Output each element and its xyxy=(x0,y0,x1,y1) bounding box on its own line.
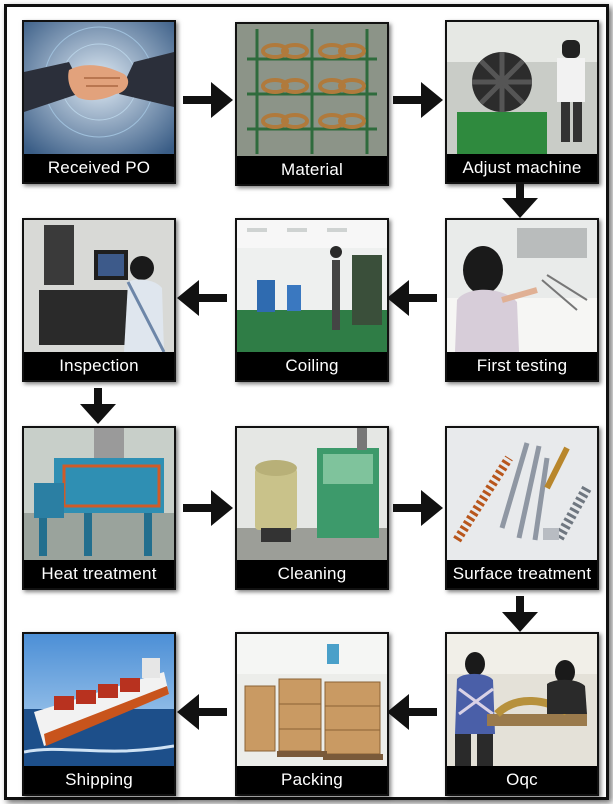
step-label: Heat treatment xyxy=(24,560,174,588)
arrow-left-icon xyxy=(387,280,437,316)
cleaning-machine-icon xyxy=(237,428,387,560)
springs-icon xyxy=(447,428,597,560)
step-label: Oqc xyxy=(447,766,597,794)
step-label: Surface treatment xyxy=(447,560,597,588)
step-label: Packing xyxy=(237,766,387,794)
step-surface-treatment: Surface treatment xyxy=(445,426,599,590)
step-label: Shipping xyxy=(24,766,174,794)
step-packing: Packing xyxy=(235,632,389,796)
arrow-left-icon xyxy=(177,280,227,316)
step-label: First testing xyxy=(447,352,597,380)
step-adjust-machine: Adjust machine xyxy=(445,20,599,184)
arrow-right-icon xyxy=(183,490,233,526)
workers-table-icon xyxy=(447,634,597,766)
arrow-down-icon xyxy=(502,182,538,218)
arrow-down-icon xyxy=(80,388,116,424)
step-oqc: Oqc xyxy=(445,632,599,796)
arrow-left-icon xyxy=(387,694,437,730)
step-first-testing: First testing xyxy=(445,218,599,382)
step-label: Material xyxy=(237,156,387,184)
step-label: Coiling xyxy=(237,352,387,380)
step-heat-treatment: Heat treatment xyxy=(22,426,176,590)
step-shipping: Shipping xyxy=(22,632,176,796)
arrow-down-icon xyxy=(502,596,538,632)
step-label: Adjust machine xyxy=(447,154,597,182)
arrow-left-icon xyxy=(177,694,227,730)
inspection-station-icon xyxy=(24,220,174,352)
factory-floor-icon xyxy=(237,220,387,352)
step-label: Inspection xyxy=(24,352,174,380)
step-material: Material xyxy=(235,22,389,186)
spring-coils-rack-icon xyxy=(237,24,387,156)
step-coiling: Coiling xyxy=(235,218,389,382)
arrow-right-icon xyxy=(393,490,443,526)
spring-machine-icon xyxy=(447,22,597,154)
step-cleaning: Cleaning xyxy=(235,426,389,590)
cartons-icon xyxy=(237,634,387,766)
step-inspection: Inspection xyxy=(22,218,176,382)
worker-testing-icon xyxy=(447,220,597,352)
arrow-right-icon xyxy=(393,82,443,118)
step-label: Received PO xyxy=(24,154,174,182)
oven-icon xyxy=(24,428,174,560)
step-received-po: Received PO xyxy=(22,20,176,184)
arrow-right-icon xyxy=(183,82,233,118)
handshake-icon xyxy=(24,22,174,154)
step-label: Cleaning xyxy=(237,560,387,588)
cargo-ship-icon xyxy=(24,634,174,766)
